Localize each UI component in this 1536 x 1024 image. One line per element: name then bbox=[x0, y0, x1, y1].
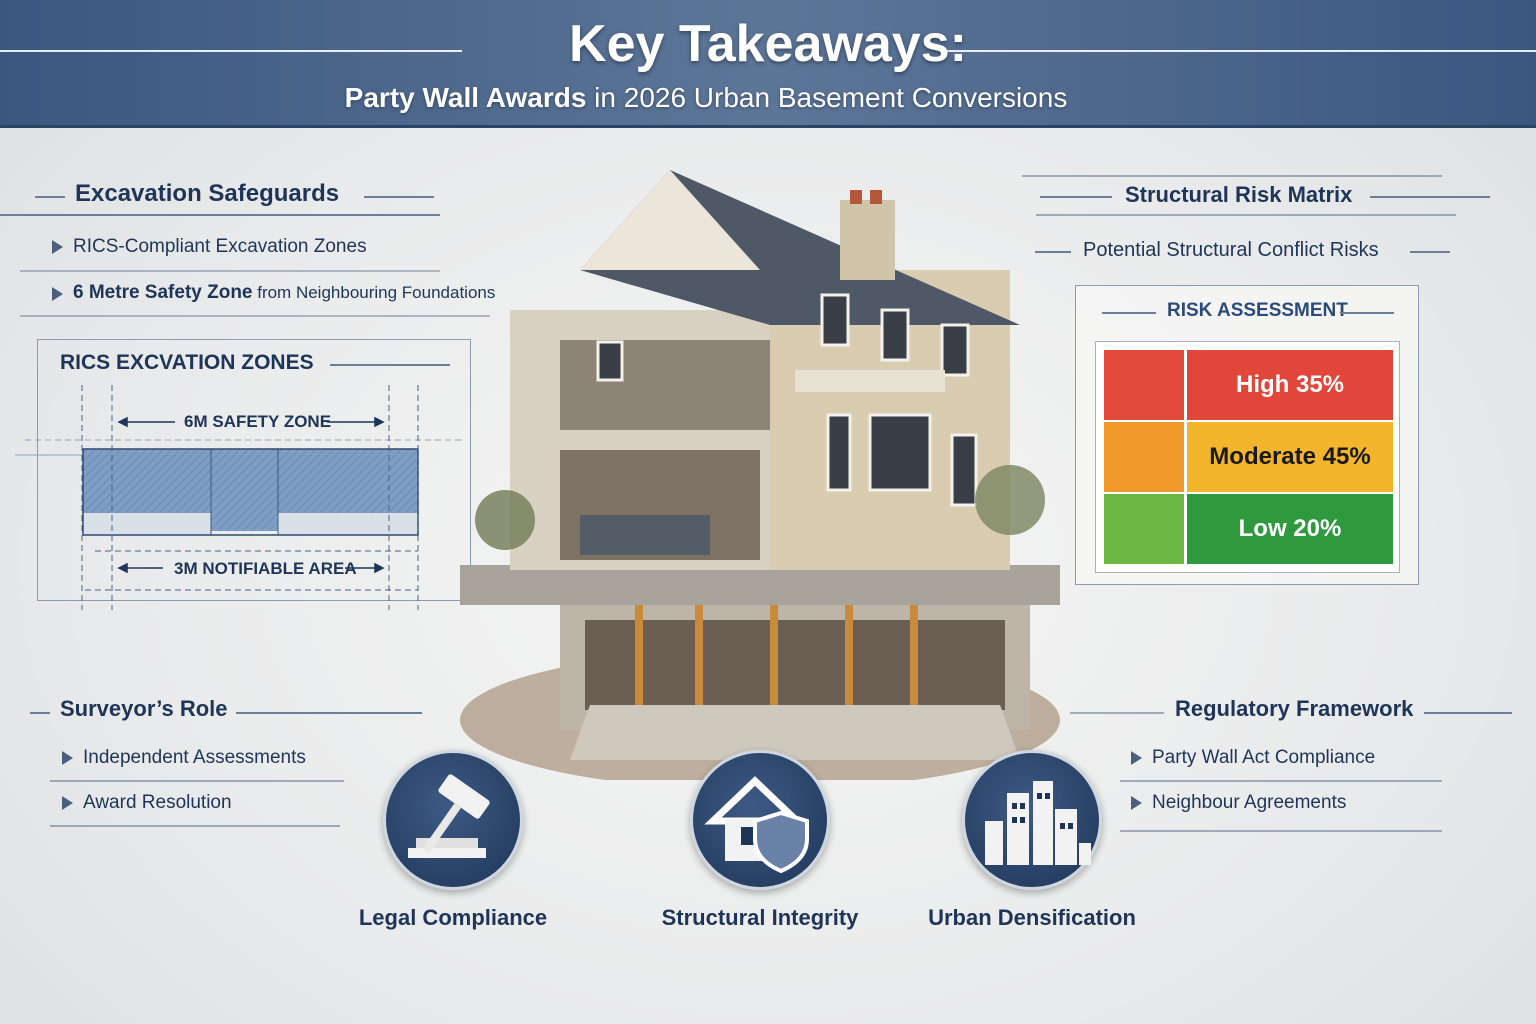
bullet-triangle-icon bbox=[62, 750, 73, 765]
regulatory-item: Neighbour Agreements bbox=[1131, 792, 1346, 814]
title-rule-right bbox=[946, 50, 1536, 52]
item-text: Award Resolution bbox=[83, 792, 232, 813]
rule bbox=[1424, 712, 1512, 714]
page-title: Key Takeaways: bbox=[569, 15, 967, 73]
structural-integrity-badge bbox=[690, 750, 830, 890]
rule bbox=[35, 196, 65, 198]
risk-swatch-moderate bbox=[1104, 422, 1184, 492]
rule bbox=[20, 315, 490, 317]
rule bbox=[1410, 251, 1450, 253]
urban-densification-badge bbox=[962, 750, 1102, 890]
rics-diagram-heading: RICS EXCVATION ZONES bbox=[60, 351, 314, 374]
bullet-triangle-icon bbox=[52, 286, 63, 301]
excavation-zone-drawing bbox=[15, 385, 465, 610]
rule bbox=[1070, 712, 1164, 714]
risk-cell-low: Low 20% bbox=[1187, 494, 1393, 564]
bullet-triangle-icon bbox=[1131, 795, 1142, 810]
rule bbox=[1035, 251, 1071, 253]
house-shield-icon bbox=[704, 776, 809, 874]
excavation-heading: Excavation Safeguards bbox=[75, 180, 340, 207]
pillar-label: Legal Compliance bbox=[358, 905, 548, 930]
rule bbox=[330, 364, 450, 366]
surveyor-item: Independent Assessments bbox=[62, 747, 306, 769]
surveyor-heading: Surveyor’s Role bbox=[60, 696, 228, 721]
regulatory-heading: Regulatory Framework bbox=[1175, 696, 1414, 721]
item-bold: 6 Metre Safety Zone bbox=[73, 282, 253, 303]
bullet-triangle-icon bbox=[62, 795, 73, 810]
notifiable-area-label: 3M NOTIFIABLE AREA bbox=[174, 559, 357, 578]
risk-matrix: High 35%Moderate 45%Low 20% bbox=[1095, 341, 1400, 573]
bullet-triangle-icon bbox=[1131, 750, 1142, 765]
legal-compliance-badge bbox=[383, 750, 523, 890]
rule bbox=[364, 196, 434, 198]
item-text: RICS-Compliant Excavation Zones bbox=[73, 236, 367, 257]
rule bbox=[30, 712, 50, 714]
rule bbox=[1120, 780, 1442, 782]
regulatory-item: Party Wall Act Compliance bbox=[1131, 747, 1375, 769]
rule bbox=[1340, 312, 1394, 314]
safety-zone-label: 6M SAFETY ZONE bbox=[184, 412, 332, 431]
subtitle-rest: in 2026 Urban Basement Conversions bbox=[586, 82, 1068, 113]
title-rule-left bbox=[0, 50, 462, 52]
risk-cell-high: High 35% bbox=[1187, 350, 1393, 420]
risk-swatch-low bbox=[1104, 494, 1184, 564]
rics-diagram-frame bbox=[37, 339, 471, 601]
rule bbox=[1102, 312, 1156, 314]
excavation-item: RICS-Compliant Excavation Zones bbox=[52, 236, 367, 258]
page-subtitle: Party Wall Awards in 2026 Urban Basement… bbox=[0, 82, 1412, 114]
rule bbox=[50, 825, 340, 827]
excavation-item: 6 Metre Safety Zone from Neighbouring Fo… bbox=[52, 282, 495, 304]
surveyor-item: Award Resolution bbox=[62, 792, 232, 814]
rule bbox=[1370, 196, 1490, 198]
house-cutaway-illustration bbox=[460, 170, 1060, 780]
bullet-triangle-icon bbox=[52, 239, 63, 254]
risk-box-title: RISK ASSESSMENT bbox=[1167, 300, 1348, 321]
item-text: Party Wall Act Compliance bbox=[1152, 747, 1376, 768]
rule bbox=[236, 712, 422, 714]
risk-cell-moderate: Moderate 45% bbox=[1187, 422, 1393, 492]
risk-subheading: Potential Structural Conflict Risks bbox=[1083, 239, 1379, 261]
header-banner bbox=[0, 0, 1536, 128]
item-text: from Neighbouring Foundations bbox=[252, 283, 496, 302]
rule bbox=[1036, 214, 1456, 216]
rule bbox=[20, 270, 440, 272]
risk-swatch-high bbox=[1104, 350, 1184, 420]
gavel-icon bbox=[408, 774, 490, 858]
risk-heading: Structural Risk Matrix bbox=[1125, 182, 1353, 207]
rule bbox=[1040, 196, 1112, 198]
rule bbox=[50, 780, 344, 782]
item-text: Independent Assessments bbox=[83, 747, 306, 768]
rule bbox=[1120, 830, 1442, 832]
subtitle-bold: Party Wall Awards bbox=[344, 82, 587, 113]
item-text: Neighbour Agreements bbox=[1152, 792, 1347, 813]
rule bbox=[0, 214, 440, 216]
city-buildings-icon bbox=[985, 781, 1091, 865]
pillar-label: Structural Integrity bbox=[661, 905, 859, 930]
rule bbox=[1022, 175, 1442, 177]
pillar-label: Urban Densification bbox=[928, 905, 1136, 930]
